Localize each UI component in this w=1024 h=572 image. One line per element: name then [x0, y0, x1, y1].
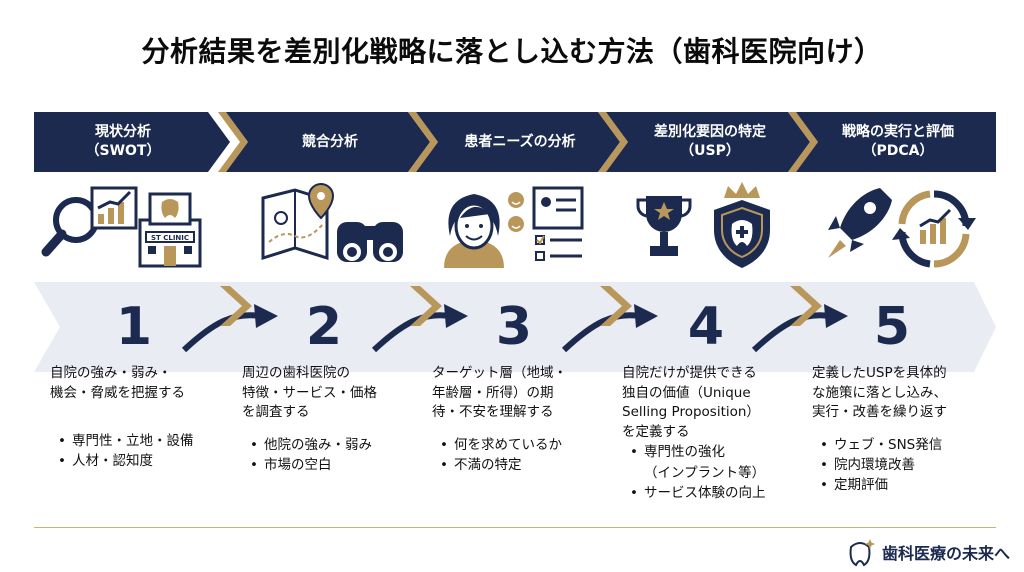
step-number-3: 3 [495, 297, 533, 357]
bullet-item: 定期評価 [812, 475, 996, 496]
bullet-item: 専門性・立地・設備 [50, 431, 226, 452]
flow-arrow-1 [181, 286, 278, 353]
step-description: 定義したUSPを具体的 な施策に落とし込み、 実行・改善を繰り返す [812, 365, 947, 421]
bullet-list: 専門性・立地・設備 人材・認知度 [50, 431, 226, 472]
step-header-4: 差別化要因の特定 （USP） [606, 112, 810, 172]
bullet-item: 他院の強み・弱み [242, 435, 418, 456]
step-header-label: 現状分析 （SWOT） [85, 124, 161, 159]
step-2-icons [245, 180, 415, 272]
binoculars-icon [337, 222, 403, 262]
step-description: 自院だけが提供できる 独自の価値（Unique Selling Proposit… [622, 365, 760, 440]
tooth-sparkle-icon [849, 539, 875, 567]
step-5-icons [818, 180, 988, 272]
smiley-icon [508, 192, 524, 232]
bullet-item: 不満の特定 [432, 455, 608, 476]
brand-name: 歯科医療の未来へ [881, 544, 1010, 563]
checklist-icon [532, 186, 584, 261]
step-description: 自院の強み・弱み・ 機会・脅威を把握する [50, 365, 185, 401]
step-header-1: 現状分析 （SWOT） [34, 112, 230, 172]
step-4-icons [632, 180, 802, 272]
band-background [34, 282, 996, 372]
step-header-label: 差別化要因の特定 （USP） [654, 124, 766, 159]
step-3-icons [436, 180, 606, 272]
clinic-building-icon: ST CLINIC [138, 192, 202, 268]
building-label: ST CLINIC [151, 234, 189, 242]
step-number-4: 4 [687, 297, 725, 357]
step-number-2: 2 [305, 297, 343, 357]
bullet-item: 人材・認知度 [50, 451, 226, 472]
step-5-details: 定義したUSPを具体的 な施策に落とし込み、 実行・改善を繰り返す ウェブ・SN… [812, 364, 996, 496]
bullet-item: ウェブ・SNS発信 [812, 435, 996, 456]
rocket-icon [828, 188, 892, 258]
bullet-list: 何を求めているか 不満の特定 [432, 435, 608, 476]
bullet-list: ウェブ・SNS発信 院内環境改善 定期評価 [812, 435, 996, 496]
brand-footer: 歯科医療の未来へ [846, 537, 1010, 567]
trophy-icon [636, 196, 692, 256]
bullet-item: サービス体験の向上 [622, 483, 802, 504]
step-3-details: ターゲット層（地域・ 年齢層・所得）の期 待・不安を理解する 何を求めているか … [432, 364, 608, 475]
step-number-band: 1 2 3 4 5 [34, 282, 996, 372]
patient-face-icon [444, 194, 504, 268]
magnifier-icon [41, 197, 99, 257]
step-header-2: 競合分析 [226, 112, 430, 172]
step-header-5: 戦略の実行と評価 （PDCA） [796, 112, 996, 172]
step-header-row: 現状分析 （SWOT） 競合分析 患者ニーズの分析 差別化要因の特定 （USP）… [34, 112, 996, 172]
bullet-list: 他院の強み・弱み 市場の空白 [242, 435, 418, 476]
growth-chart-icon [90, 186, 138, 230]
bullet-item: 専門性の強化 （インプラント等） [622, 442, 802, 483]
step-number-1: 1 [115, 297, 153, 357]
map-pin-icon [261, 182, 335, 261]
bullet-item: 院内環境改善 [812, 455, 996, 476]
step-1-details: 自院の強み・弱み・ 機会・脅威を把握する 専門性・立地・設備 人材・認知度 [50, 364, 226, 472]
step-2-details: 周辺の歯科医院の 特徴・サービス・価格 を調査する 他院の強み・弱み 市場の空白 [242, 364, 418, 475]
step-header-label: 戦略の実行と評価 （PDCA） [842, 124, 954, 159]
footer-divider [34, 527, 996, 528]
flow-arrow-3 [561, 286, 658, 353]
bullet-list: 専門性の強化 （インプラント等） サービス体験の向上 [622, 442, 802, 503]
step-description: ターゲット層（地域・ 年齢層・所得）の期 待・不安を理解する [432, 365, 567, 421]
cycle-chart-icon [892, 190, 976, 268]
crown-shield-tooth-icon [714, 182, 770, 268]
step-description: 周辺の歯科医院の 特徴・サービス・価格 を調査する [242, 365, 377, 421]
flow-arrow-4 [751, 286, 848, 353]
step-number-5: 5 [873, 297, 911, 357]
bullet-item: 何を求めているか [432, 435, 608, 456]
step-1-icons: ST CLINIC [40, 180, 210, 272]
flow-arrow-2 [371, 286, 468, 353]
step-header-3: 患者ニーズの分析 [416, 112, 620, 172]
page-title: 分析結果を差別化戦略に落とし込む方法（歯科医院向け） [141, 35, 883, 68]
step-header-label: 患者ニーズの分析 [464, 133, 576, 150]
bullet-item: 市場の空白 [242, 455, 418, 476]
step-header-label: 競合分析 [302, 133, 358, 150]
step-4-details: 自院だけが提供できる 独自の価値（Unique Selling Proposit… [622, 364, 802, 503]
